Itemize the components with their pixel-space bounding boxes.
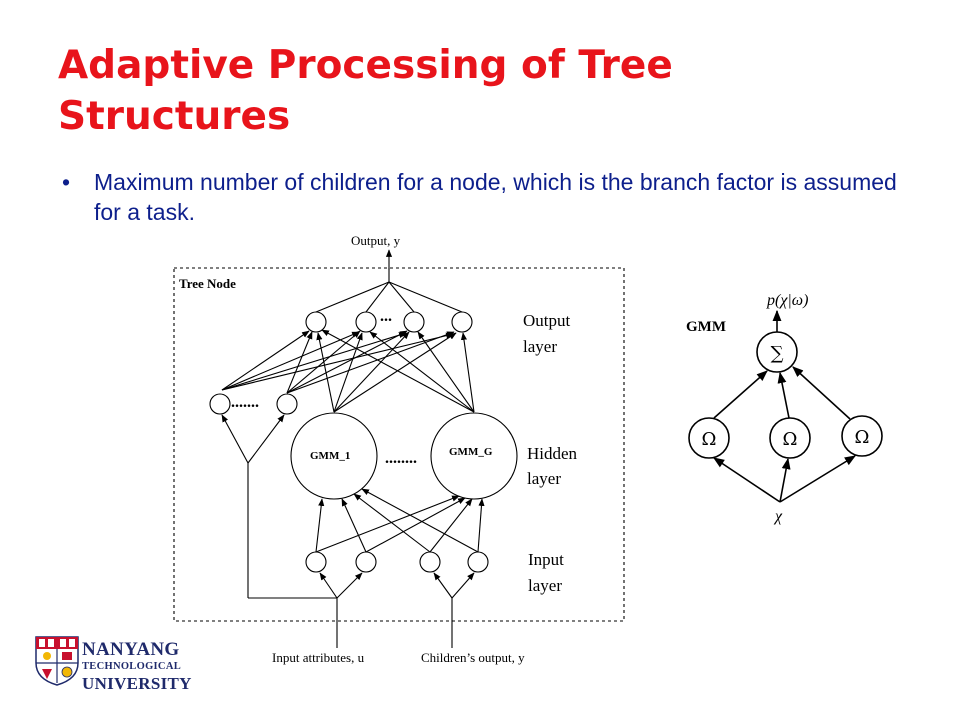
input-line [433, 572, 453, 599]
chi-input-symbol: χ [773, 508, 783, 525]
output-neuron [403, 311, 425, 333]
fan-line [388, 281, 463, 313]
input-line [336, 572, 363, 599]
omega-symbol-1: Ω [702, 429, 717, 450]
output-layer-label-line2: layer [523, 337, 557, 356]
input-to-omega-arrow [713, 457, 781, 503]
input-attributes-label: Input attributes, u [272, 650, 365, 665]
output-neuron [451, 311, 473, 333]
sum-symbol: ∑ [771, 343, 784, 364]
branch-line [247, 414, 285, 464]
gmm-g-label: GMM_G [449, 446, 493, 458]
tree-node-label: Tree Node [179, 276, 236, 291]
crest-lion-icon [61, 666, 73, 678]
fan-line [388, 281, 415, 313]
logo-line-nanyang: NANYANG [82, 639, 180, 660]
omega-node-1 [688, 417, 730, 459]
children-output-label: Children’s output, y [421, 650, 525, 665]
input-to-omega-arrow [779, 457, 791, 503]
fan-line [315, 281, 390, 313]
gmm-g-circle [430, 412, 518, 500]
crest-emblem-icon [62, 652, 72, 660]
input-to-omega-arrow [779, 455, 856, 503]
hidden-layer-label-line2: layer [527, 469, 561, 488]
omega-to-sum-arrow [713, 370, 768, 419]
input-neuron [467, 551, 489, 573]
bullet-text: Maximum number of children for a node, w… [94, 169, 897, 225]
crest-emblem-icon [43, 652, 51, 660]
output-neuron [355, 311, 377, 333]
omega-to-sum-arrow [777, 371, 790, 419]
slide-title: Adaptive Processing of Tree Structures [58, 43, 673, 139]
input-line [319, 572, 338, 599]
gmm-1-circle [290, 412, 378, 500]
input-line [451, 572, 475, 599]
crest-emblem-icon [42, 669, 52, 679]
gmm-diagram [688, 309, 883, 503]
omega-node-3 [841, 415, 883, 457]
left-hidden-neuron [276, 393, 298, 415]
gmm-output-probability: p(χ|ω) [766, 292, 808, 309]
gmm-input-connections [315, 488, 485, 553]
ntu-logo-text: NANYANG TECHNOLOGICAL UNIVERSITY [82, 640, 192, 692]
logo-line-technological: TECHNOLOGICAL [82, 661, 181, 672]
input-neuron [305, 551, 327, 573]
output-ellipsis: ... [380, 308, 392, 325]
gmm-title: GMM [686, 319, 726, 335]
input-layer-label-line1: Input [528, 550, 564, 569]
hidden-layer-label-line1: Hidden [527, 444, 578, 463]
crest-top-band [36, 637, 78, 649]
hidden-ellipsis: ........ [385, 450, 417, 467]
input-neuron [355, 551, 377, 573]
fan-line [365, 281, 390, 313]
bullet-dot: • [62, 169, 71, 195]
omega-symbol-3: Ω [855, 427, 870, 448]
bullet-point: • Maximum number of children for a node,… [62, 167, 922, 227]
omega-symbol-2: Ω [783, 429, 798, 450]
branch-line [221, 414, 249, 464]
tree-node-diagram [173, 249, 625, 648]
output-connections [221, 329, 475, 413]
output-layer-label-line1: Output [523, 311, 571, 330]
output-y-label: Output, y [351, 233, 401, 248]
logo-line-university: UNIVERSITY [82, 673, 192, 693]
output-neuron [305, 311, 327, 333]
gmm-1-label: GMM_1 [310, 450, 350, 462]
left-ellipsis: ....... [231, 394, 259, 411]
tree-node-boundary [173, 267, 625, 622]
ntu-logo-crest [35, 636, 79, 686]
input-neuron [419, 551, 441, 573]
left-hidden-neuron [209, 393, 231, 415]
input-layer-label-line2: layer [528, 576, 562, 595]
omega-to-sum-arrow [792, 366, 851, 420]
